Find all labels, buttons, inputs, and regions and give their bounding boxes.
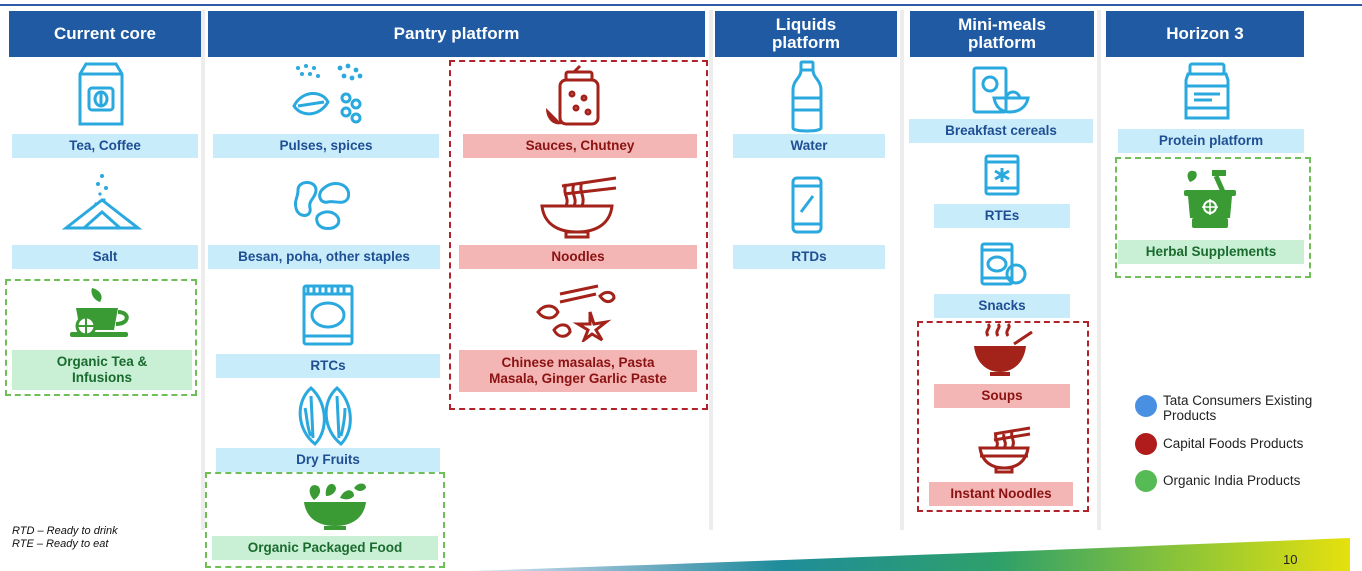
legend-text-tata: Tata Consumers Existing Products	[1163, 393, 1313, 423]
header-pantry-platform: Pantry platform	[208, 11, 705, 57]
label-rtcs: RTCs	[216, 354, 440, 378]
label-besan-poha: Besan, poha, other staples	[208, 245, 440, 269]
label-herbal-supplements: Herbal Supplements	[1118, 240, 1304, 264]
top-rule	[0, 4, 1362, 6]
label-instant-noodles: Instant Noodles	[929, 482, 1073, 506]
header-current-core: Current core	[9, 11, 201, 57]
label-noodles: Noodles	[459, 245, 697, 269]
rtd-can-icon	[791, 176, 823, 234]
column-separator	[709, 10, 713, 530]
organic-packaged-group-box	[205, 472, 445, 568]
legend-text-capital: Capital Foods Products	[1163, 436, 1304, 451]
organic-tea-cup-icon	[70, 288, 129, 337]
label-water: Water	[733, 134, 885, 158]
label-pulses-spices: Pulses, spices	[213, 134, 439, 158]
column-separator	[1097, 10, 1101, 530]
salt-heap-icon	[61, 174, 143, 230]
rte-pack-icon	[984, 154, 1020, 196]
footnote-rtd: RTD – Ready to drink	[12, 525, 118, 537]
footnote-rte: RTE – Ready to eat	[12, 538, 109, 550]
breakfast-cereal-icon	[972, 66, 1030, 114]
almond-icon	[298, 386, 352, 446]
label-soups: Soups	[934, 384, 1070, 408]
capital-pantry-group-box	[449, 60, 708, 410]
legend-dot-organic	[1135, 470, 1157, 492]
legend-text-organic: Organic India Products	[1163, 473, 1301, 488]
herbal-group-box	[1115, 157, 1311, 278]
legend-dot-capital	[1135, 433, 1157, 455]
label-sauces-chutney: Sauces, Chutney	[463, 134, 697, 158]
column-separator	[201, 10, 205, 530]
herbal-mortar-icon	[1184, 170, 1236, 228]
label-rtds: RTDs	[733, 245, 885, 269]
label-organic-tea: Organic Tea & Infusions	[12, 350, 192, 390]
soup-bowl-icon	[974, 322, 1033, 376]
rtc-pack-icon	[302, 284, 354, 346]
label-chinese-masalas: Chinese masalas, Pasta Masala, Ginger Ga…	[459, 350, 697, 392]
label-dry-fruits: Dry Fruits	[216, 448, 440, 472]
tea-coffee-pack-icon	[78, 62, 124, 126]
sauce-jar-icon	[546, 64, 600, 126]
column-separator	[900, 10, 904, 530]
capital-soups-group-box	[917, 321, 1089, 512]
organic-bowl-icon	[304, 483, 366, 530]
cashew-beans-icon	[293, 181, 351, 230]
header-liquids-platform: Liquids platform	[715, 11, 897, 57]
label-snacks: Snacks	[934, 294, 1070, 318]
label-breakfast-cereals: Breakfast cereals	[909, 119, 1093, 143]
header-horizon-3: Horizon 3	[1106, 11, 1304, 57]
noodle-bowl-icon	[540, 176, 617, 239]
label-tea-coffee: Tea, Coffee	[12, 134, 198, 158]
header-mini-meals-platform: Mini-meals platform	[910, 11, 1094, 57]
protein-jar-icon	[1184, 62, 1230, 120]
pulses-spices-icon	[292, 63, 363, 124]
organic-tea-group-box	[5, 279, 197, 396]
masala-spices-icon	[536, 284, 616, 342]
label-organic-packaged: Organic Packaged Food	[212, 536, 438, 560]
water-bottle-icon	[791, 60, 823, 133]
label-rtes: RTEs	[934, 204, 1070, 228]
label-salt: Salt	[12, 245, 198, 269]
page-number: 10	[1283, 552, 1298, 567]
snacks-pack-icon	[980, 242, 1027, 286]
label-protein-platform: Protein platform	[1118, 129, 1304, 153]
legend-dot-tata	[1135, 395, 1157, 417]
instant-noodles-icon	[978, 426, 1031, 474]
